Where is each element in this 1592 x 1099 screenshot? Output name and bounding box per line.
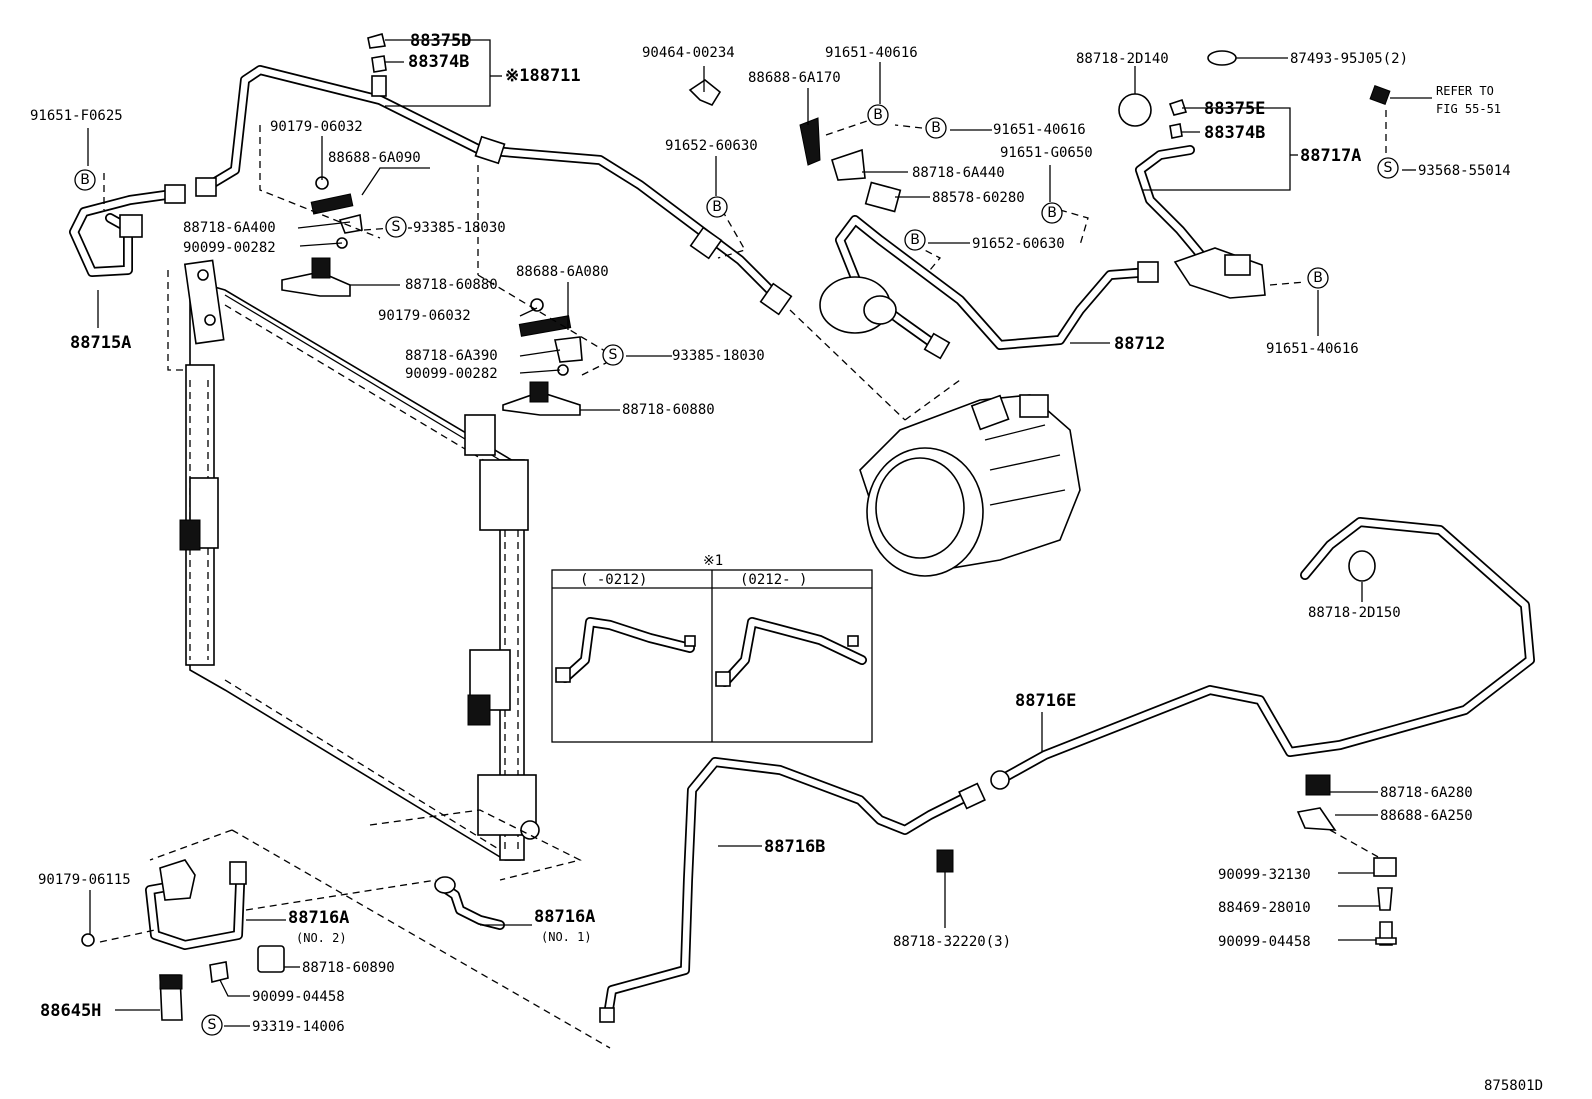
label-88578-60280: 88578-60280 — [932, 190, 1025, 206]
b-marker: B — [904, 229, 926, 251]
label-88374b-top: 88374B — [408, 52, 469, 72]
label-91652-60630-b: 91652-60630 — [972, 236, 1065, 252]
svg-text:B: B — [80, 172, 90, 188]
label-88718-32220: 88718-32220(3) — [893, 934, 1011, 950]
label-88718-6a280: 88718-6A280 — [1380, 785, 1473, 801]
dashed-lines — [99, 110, 1387, 1049]
pipe-88716b — [599, 757, 986, 1023]
label-88712: 88712 — [1114, 334, 1165, 354]
pipe-88715a — [69, 184, 186, 277]
label-88688-6a170: 88688-6A170 — [748, 70, 841, 86]
label-refer-fig: FIG 55-51 — [1436, 102, 1501, 116]
inset-box — [551, 569, 873, 743]
b-marker: B — [74, 169, 96, 191]
label-90179-06032-b: 90179-06032 — [378, 308, 471, 324]
label-88716b: 88716B — [764, 837, 825, 857]
label-88718-2d150: 88718-2D150 — [1308, 605, 1401, 621]
label-refer-to: REFER TO — [1436, 84, 1494, 98]
svg-text:B: B — [910, 232, 920, 248]
label-88715a: 88715A — [70, 333, 131, 353]
label-no2: (NO. 2) — [296, 931, 347, 945]
label-90099-00282-a: 90099-00282 — [183, 240, 276, 256]
svg-text:B: B — [873, 107, 883, 123]
parts-88712 — [688, 79, 902, 213]
label-90099-04458-right: 90099-04458 — [1218, 934, 1311, 950]
label-88716e: 88716E — [1015, 691, 1076, 711]
svg-text:S: S — [1384, 160, 1393, 176]
s-marker: S — [201, 1014, 223, 1036]
svg-text:B: B — [712, 199, 722, 215]
label-88718-60880-b: 88718-60880 — [622, 402, 715, 418]
label-88718-60880-a: 88718-60880 — [405, 277, 498, 293]
part-labels: 88375D 88374B ※188711 91651-F0625 90179-… — [30, 31, 1543, 1094]
b-marker: B — [867, 104, 889, 126]
label-90099-00282-b: 90099-00282 — [405, 366, 498, 382]
svg-text:B: B — [931, 120, 941, 136]
label-93319-14006: 93319-14006 — [252, 1019, 345, 1035]
label-88718-2d140: 88718-2D140 — [1076, 51, 1169, 67]
label-90099-04458-left: 90099-04458 — [252, 989, 345, 1005]
svg-text:B: B — [1047, 205, 1057, 221]
pipe-88716a — [81, 859, 505, 1021]
diagram-code: 875801D — [1484, 1078, 1543, 1094]
label-93568-55014: 93568-55014 — [1418, 163, 1511, 179]
label-no1: (NO. 1) — [541, 930, 592, 944]
label-90179-06032-a: 90179-06032 — [270, 119, 363, 135]
svg-text:S: S — [208, 1017, 217, 1033]
label-93385-18030-a: 93385-18030 — [413, 220, 506, 236]
svg-text:S: S — [392, 219, 401, 235]
label-88718-6a390: 88718-6A390 — [405, 348, 498, 364]
inset-left-header: ( -0212) — [580, 572, 647, 588]
hose-88712 — [819, 215, 1159, 360]
label-90464-00234: 90464-00234 — [642, 45, 735, 61]
label-88469-28010: 88469-28010 — [1218, 900, 1311, 916]
label-88718-60890: 88718-60890 — [302, 960, 395, 976]
hose-88711 — [195, 65, 793, 316]
label-88374b-right: 88374B — [1204, 123, 1265, 143]
caps-top — [367, 33, 387, 97]
label-88711: ※188711 — [505, 66, 581, 86]
s-marker: S — [385, 216, 407, 238]
label-88645h: 88645H — [40, 1001, 101, 1021]
b-marker: B — [1307, 267, 1329, 289]
label-88688-6a250: 88688-6A250 — [1380, 808, 1473, 824]
inset-title: ※1 — [703, 553, 723, 569]
svg-text:S: S — [609, 347, 618, 363]
parts-lower-right — [1296, 774, 1397, 946]
label-88375e: 88375E — [1204, 99, 1265, 119]
label-93385-18030-b: 93385-18030 — [672, 348, 765, 364]
label-91651-40616-b: 91651-40616 — [993, 122, 1086, 138]
label-90179-06115: 90179-06115 — [38, 872, 131, 888]
b-marker: B — [706, 196, 728, 218]
label-91651-g0650: 91651-G0650 — [1000, 145, 1093, 161]
leader-lines — [87, 39, 1432, 1027]
b-marker: B — [925, 117, 947, 139]
label-88375d: 88375D — [410, 31, 471, 51]
compressor — [859, 394, 1081, 577]
label-91651-40616-c: 91651-40616 — [1266, 341, 1359, 357]
s-marker: S — [1377, 157, 1399, 179]
label-88688-6a080: 88688-6A080 — [516, 264, 609, 280]
pipe-88716e — [990, 517, 1535, 790]
svg-text:B: B — [1313, 270, 1323, 286]
clip-88718-32220 — [936, 849, 954, 873]
label-91651-40616-a: 91651-40616 — [825, 45, 918, 61]
label-88717a: 88717A — [1300, 146, 1361, 166]
s-marker: S — [602, 344, 624, 366]
label-88716a-no2: 88716A — [288, 908, 349, 928]
label-90099-32130: 90099-32130 — [1218, 867, 1311, 883]
pipe-88717a — [1118, 50, 1391, 299]
inset-right-header: (0212- ) — [740, 572, 807, 588]
label-87493-95j05: 87493-95J05(2) — [1290, 51, 1408, 67]
label-88718-6a400: 88718-6A400 — [183, 220, 276, 236]
label-88688-6a090: 88688-6A090 — [328, 150, 421, 166]
label-91651-f0625: 91651-F0625 — [30, 108, 123, 124]
condenser — [179, 259, 540, 861]
label-88716a-no1: 88716A — [534, 907, 595, 927]
label-88718-6a440: 88718-6A440 — [912, 165, 1005, 181]
b-marker: B — [1041, 202, 1063, 224]
label-91652-60630-a: 91652-60630 — [665, 138, 758, 154]
